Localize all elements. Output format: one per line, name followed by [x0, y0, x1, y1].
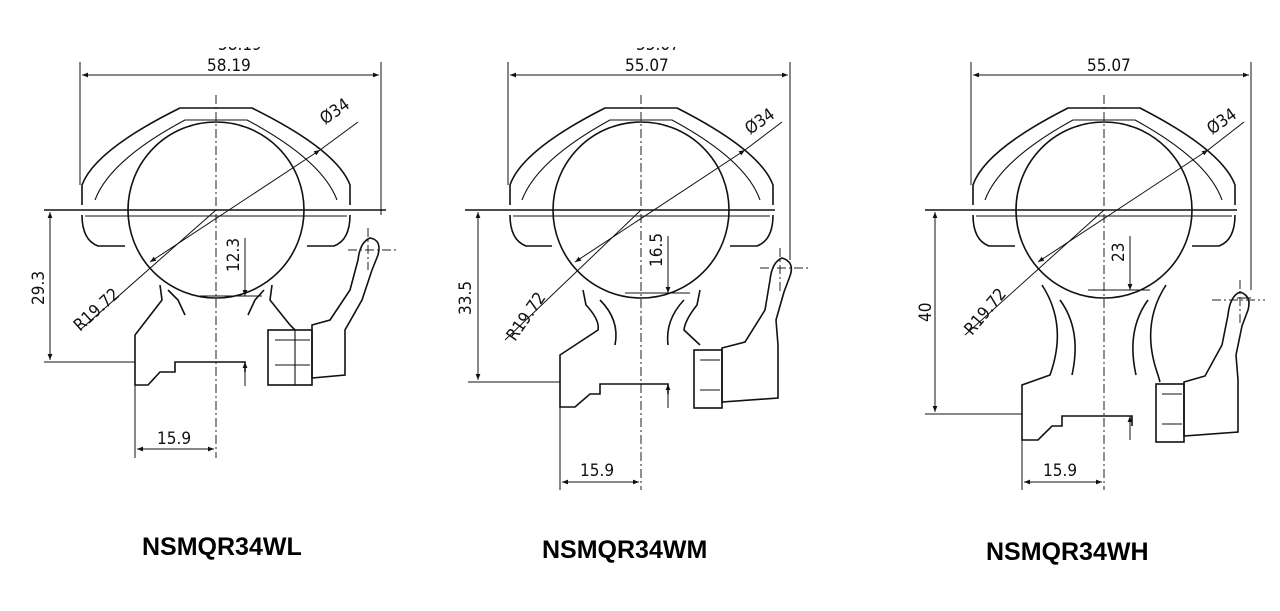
- drawing-nsmqr34wh: 55.07 Ø34 R19.72 40 23 15.9: [916, 56, 1265, 566]
- width-label: 55.07: [1087, 56, 1131, 76]
- base-width-label: 15.9: [157, 429, 191, 449]
- center-height-label: 33.5: [456, 281, 476, 315]
- diameter-label: Ø34: [741, 105, 778, 139]
- lever-handle: [311, 237, 380, 379]
- center-height-label: 29.3: [29, 271, 49, 305]
- radius-label: R19.72: [961, 285, 1011, 340]
- clearance-label: 16.5: [647, 233, 667, 267]
- clearance-label: 12.3: [224, 238, 244, 272]
- model-caption: NSMQR34WM: [542, 536, 707, 564]
- radius-label: R19.72: [503, 289, 551, 345]
- base-width-label: 15.9: [580, 461, 614, 481]
- drawing-nsmqr34wl: 58.19 58.19 Ø34 R19.72: [29, 30, 398, 561]
- width-label: 55.07: [625, 56, 669, 76]
- model-caption: NSMQR34WH: [986, 538, 1149, 566]
- clearance-label: 23: [1109, 243, 1129, 262]
- drawing-nsmqr34wm: 55.07 55.07 Ø34 R19.72 33.5: [456, 30, 810, 564]
- model-caption: NSMQR34WL: [142, 533, 302, 561]
- radius-label: R19.72: [70, 284, 124, 335]
- diameter-label: Ø34: [1203, 105, 1240, 139]
- width-label: 58.19: [207, 56, 251, 76]
- base-width-label: 15.9: [1043, 461, 1077, 481]
- center-height-label: 40: [916, 303, 936, 322]
- diameter-label: Ø34: [316, 95, 353, 129]
